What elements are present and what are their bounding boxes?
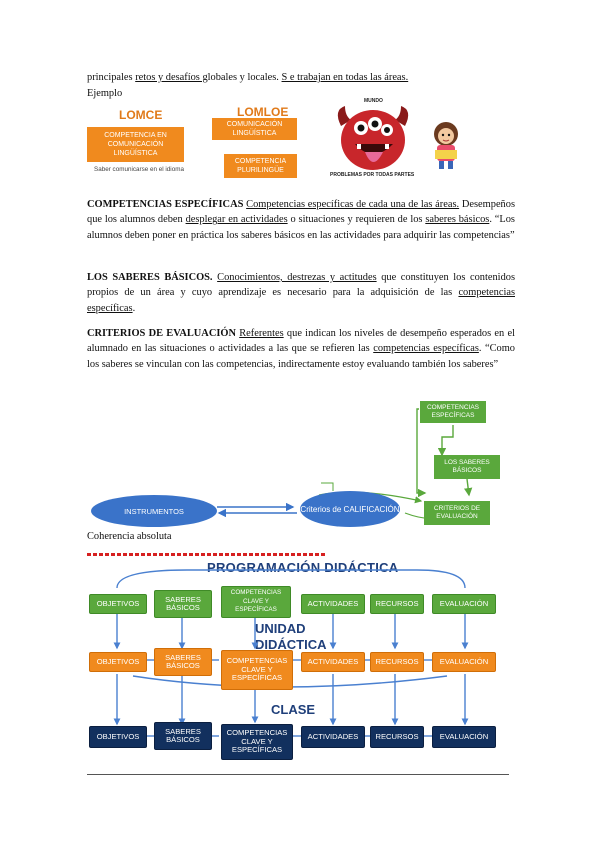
coherence-caption: Coherencia absoluta xyxy=(87,531,172,542)
clase-recursos: RECURSOS xyxy=(370,726,424,748)
lomce-title: LOMCE xyxy=(119,108,162,122)
ellipse-instrumentos: INSTRUMENTOS xyxy=(91,495,217,527)
monster-top-label: MUNDO xyxy=(364,98,383,104)
ud-saberes-basicos: SABERES BÁSICOS xyxy=(154,648,212,676)
lomce-caption: Saber comunicarse en el idioma xyxy=(94,166,184,173)
ud-evaluacion: EVALUACIÓN xyxy=(432,652,496,672)
pd-recursos: RECURSOS xyxy=(370,594,424,614)
pd-saberes-basicos: SABERES BÁSICOS xyxy=(154,590,212,618)
bottom-rule xyxy=(87,774,509,775)
term-competencias-especificas: COMPETENCIAS ESPECÍFICAS xyxy=(87,199,243,210)
monster-icon xyxy=(331,102,415,174)
ud-recursos: RECURSOS xyxy=(370,652,424,672)
pd-actividades: ACTIVIDADES xyxy=(301,594,365,614)
lomce-box: COMPETENCIA EN COMUNICACIÓN LINGÜÍSTICA xyxy=(87,127,184,162)
lomloe-title: LOMLOE xyxy=(237,105,288,119)
para3-underlined: competencias específicas xyxy=(373,343,479,354)
definition-saberes: Conocimientos, destrezas y actitudes xyxy=(217,272,376,283)
paragraph-saberes-basicos: LOS SABERES BÁSICOS. Conocimientos, dest… xyxy=(87,270,515,316)
pd-objetivos: OBJETIVOS xyxy=(89,594,147,614)
ud-objetivos: OBJETIVOS xyxy=(89,652,147,672)
coherence-diagram: COMPETENCIAS ESPECÍFICAS LOS SABERES BÁS… xyxy=(87,395,501,527)
paragraph-criterios-evaluacion: CRITERIOS DE EVALUACIÓN Referentes que i… xyxy=(87,326,515,372)
intro-underlined-2: S e trabajan en todas las áreas. xyxy=(282,72,409,83)
programacion-diagram: PROGRAMACIÓN DIDÁCTICA UNIDAD DIDÁCTICA … xyxy=(87,548,507,760)
box-competencias-especificas: COMPETENCIAS ESPECÍFICAS xyxy=(420,401,486,423)
ellipse-criterios-calificacion: Criterios de CALIFICACIÓN xyxy=(300,491,400,527)
para2-text-2: . xyxy=(133,303,136,314)
term-criterios-evaluacion: CRITERIOS DE EVALUACIÓN xyxy=(87,328,236,339)
lomloe-box-1: COMUNICACIÓN LINGÜÍSTICA xyxy=(212,118,297,140)
clase-evaluacion: EVALUACIÓN xyxy=(432,726,496,748)
pd-competencias: COMPETENCIAS CLAVE Y ESPECÍFICAS xyxy=(221,586,291,618)
clase-actividades: ACTIVIDADES xyxy=(301,726,365,748)
para1-text-2: o situaciones y requieren de los xyxy=(290,214,422,225)
box-saberes-basicos: LOS SABERES BÁSICOS xyxy=(434,455,500,479)
intro-text: lobales y locales. xyxy=(208,72,279,83)
paragraph-competencias-especificas: COMPETENCIAS ESPECÍFICAS Competencias es… xyxy=(87,197,515,243)
para1-underlined-2: saberes básicos xyxy=(425,214,489,225)
clase-competencias: COMPETENCIAS CLAVE Y ESPECÍFICAS xyxy=(221,724,293,760)
intro-word: principales xyxy=(87,72,133,83)
lomloe-box-2: COMPETENCIA PLURILINGÜE xyxy=(224,154,297,178)
clase-objetivos: OBJETIVOS xyxy=(89,726,147,748)
box-criterios-evaluacion: CRITERIOS DE EVALUACIÓN xyxy=(424,501,490,525)
clase-saberes-basicos: SABERES BÁSICOS xyxy=(154,722,212,750)
example-image: LOMCE COMPETENCIA EN COMUNICACIÓN LINGÜÍ… xyxy=(87,102,471,182)
intro-underlined: retos y desafíos g xyxy=(135,72,207,83)
ejemplo-label: Ejemplo xyxy=(87,88,122,99)
term-saberes-basicos: LOS SABERES BÁSICOS. xyxy=(87,272,213,283)
ud-actividades: ACTIVIDADES xyxy=(301,652,365,672)
definition-criterios: Referentes xyxy=(239,328,283,339)
girl-reading-icon xyxy=(427,120,465,170)
para1-underlined-1: desplegar en actividades xyxy=(186,214,288,225)
ud-competencias: COMPETENCIAS CLAVE Y ESPECÍFICAS xyxy=(221,650,293,690)
monster-bottom-label: PROBLEMAS POR TODAS PARTES xyxy=(330,172,414,178)
intro-line: principales retos y desafíos globales y … xyxy=(87,72,408,83)
definition-competencias: Competencias específicas de cada una de … xyxy=(246,199,459,210)
pd-evaluacion: EVALUACIÓN xyxy=(432,594,496,614)
